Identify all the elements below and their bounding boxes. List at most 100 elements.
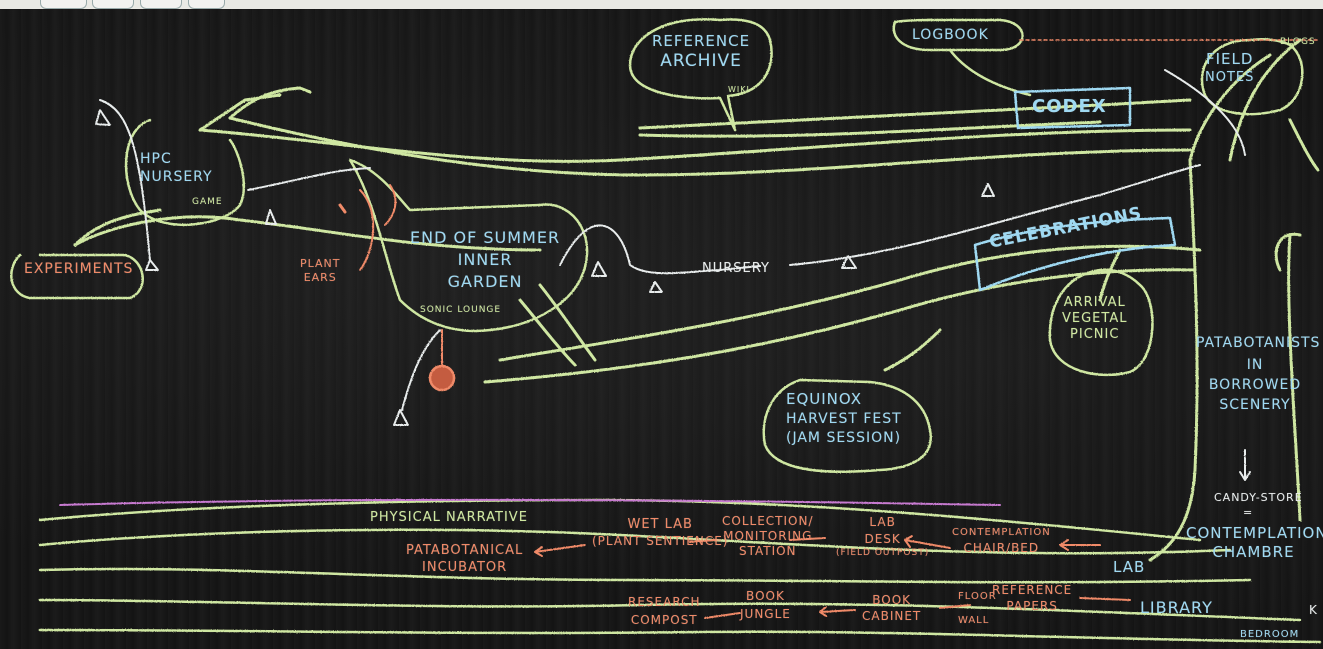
book-cabinet-label: BOOK CABINET <box>862 594 921 622</box>
label-line: BOOK <box>872 593 912 607</box>
equinox-label: EQUINOX HARVEST FEST (JAM SESSION) <box>786 390 902 446</box>
label-line: BORROWED <box>1208 377 1302 393</box>
label-line: INNER <box>457 250 513 269</box>
plant-ears-label: PLANT EARS <box>300 258 341 283</box>
label-line: RESEARCH <box>628 595 701 609</box>
banner-codex <box>1013 86 1132 130</box>
picnic-label: ARRIVAL VEGETAL PICNIC <box>1062 296 1127 341</box>
library-label: LIBRARY <box>1140 598 1213 617</box>
label-line: STATION <box>738 544 797 558</box>
bubble-field-notes <box>1200 37 1304 116</box>
label-line: CHAMBRE <box>1212 543 1295 561</box>
patabotanists-label: PATABOTANISTS IN BORROWED SCENERY <box>1196 335 1321 413</box>
label-line: LAB <box>869 515 896 529</box>
research-compost-label: RESEARCH COMPOST <box>628 596 700 626</box>
book-jungle-label: BOOK JUNGLE <box>740 590 791 620</box>
tree-trunk <box>1287 233 1302 522</box>
bubble-picnic <box>1048 268 1154 377</box>
label-line: HARVEST FEST <box>786 411 902 427</box>
label-line: NOTES <box>1205 70 1255 85</box>
label-line: COLLECTION/ <box>722 514 814 528</box>
garden-label: END OF SUMMER INNER GARDEN <box>410 230 560 290</box>
label-line: BOOK <box>746 589 785 603</box>
k-label: K <box>1309 603 1318 617</box>
label-line: PATABOTANICAL <box>406 543 524 558</box>
label-line: PLANT <box>300 257 341 270</box>
collection-station-label: COLLECTION/ MONITORING STATION <box>722 515 814 557</box>
label-line: PATABOTANISTS <box>1196 335 1321 351</box>
paper-note <box>92 0 134 9</box>
blogs-label: BLOGS <box>1280 37 1316 47</box>
label-line: FIELD <box>1205 50 1254 68</box>
label-line: REFERENCE <box>992 583 1073 597</box>
label-line: (FIELD OUTPOST) <box>836 548 930 558</box>
label-line: IN <box>1246 357 1264 373</box>
lab-label: LAB <box>1113 558 1146 576</box>
label-line: MONITORING <box>723 529 813 543</box>
label-line: JUNGLE <box>740 607 791 621</box>
incubator-label: PATABOTANICAL INCUBATOR <box>406 544 523 574</box>
label-line: (PLANT SENTIENCE) <box>592 534 729 548</box>
label-line: NURSERY <box>140 169 213 185</box>
contemplation-chambre-label: CONTEMPLATION CHAMBRE <box>1186 524 1323 561</box>
paper-note <box>140 0 182 9</box>
field-notes-label: FIELD NOTES <box>1205 50 1255 85</box>
branch-celebrations <box>498 244 1202 362</box>
hpc-nursery-label: HPC NURSERY <box>140 152 213 184</box>
label-line: CONTEMPLATION <box>952 527 1051 538</box>
equals-sign: = <box>1243 506 1254 519</box>
bedroom-label: BEDROOM <box>1240 629 1300 640</box>
label-line: EARS <box>303 271 337 284</box>
orange-dot <box>428 364 456 392</box>
bubble-reference-archive <box>628 18 773 132</box>
sonic-lounge-label: SONIC LOUNGE <box>420 305 502 315</box>
experiments-label: EXPERIMENTS <box>24 261 134 277</box>
reference-papers-label: REFERENCE PAPERS <box>992 584 1072 612</box>
label-line: CABINET <box>862 609 922 623</box>
plant-ears-line <box>359 189 375 271</box>
bubble-experiments <box>10 253 144 300</box>
label-line: ARRIVAL <box>1063 295 1126 310</box>
bubble-hpc <box>124 118 245 227</box>
lab-desk-label: LAB DESK (FIELD OUTPOST) <box>836 516 929 558</box>
logbook-label: LOGBOOK <box>912 27 989 43</box>
label-line: DESK <box>864 532 901 546</box>
bubble-garden <box>348 158 589 333</box>
floor-label: FLOOR <box>958 591 997 602</box>
label-line: EQUINOX <box>786 390 863 408</box>
contemplation-chair-label: CONTEMPLATION CHAIR/BED <box>952 527 1051 555</box>
label-line: PICNIC <box>1070 327 1120 342</box>
label-line: SCENERY <box>1219 397 1291 413</box>
wet-lab-label: WET LAB (PLANT SENTIENCE) <box>592 518 728 547</box>
label-line: REFERENCE <box>652 32 751 50</box>
physical-narrative-label: PHYSICAL NARRATIVE <box>370 510 528 525</box>
string-lights <box>95 69 1246 426</box>
root-arrows <box>534 535 1131 619</box>
tree-trunk <box>1148 158 1199 562</box>
label-line: PAPERS <box>1006 599 1058 613</box>
bubble-logbook <box>892 18 1024 52</box>
label-line: (JAM SESSION) <box>786 430 902 446</box>
label-line: END OF SUMMER <box>410 228 561 247</box>
label-line: CONTEMPLATION <box>1186 524 1323 542</box>
label-line: ARCHIVE <box>660 51 742 71</box>
wiki-label: WIKI <box>728 85 750 94</box>
reference-archive-label: REFERENCE ARCHIVE <box>652 34 750 70</box>
banner-celebrations <box>973 216 1177 292</box>
wall-label: WALL <box>958 615 990 626</box>
paper-note <box>188 0 225 9</box>
codex-label: CODEX <box>1032 96 1107 117</box>
label-line: GARDEN <box>447 272 523 291</box>
branch-codex <box>198 128 1192 163</box>
paper-note <box>40 0 87 9</box>
bubble-equinox <box>762 378 933 473</box>
label-line: WET LAB <box>627 517 693 532</box>
label-line: VEGETAL <box>1062 311 1128 326</box>
wall-strip <box>0 0 1323 9</box>
label-line: CHAIR/BED <box>963 541 1040 555</box>
label-line: HPC <box>140 151 172 167</box>
label-line: COMPOST <box>630 613 698 627</box>
game-label: GAME <box>192 197 223 207</box>
